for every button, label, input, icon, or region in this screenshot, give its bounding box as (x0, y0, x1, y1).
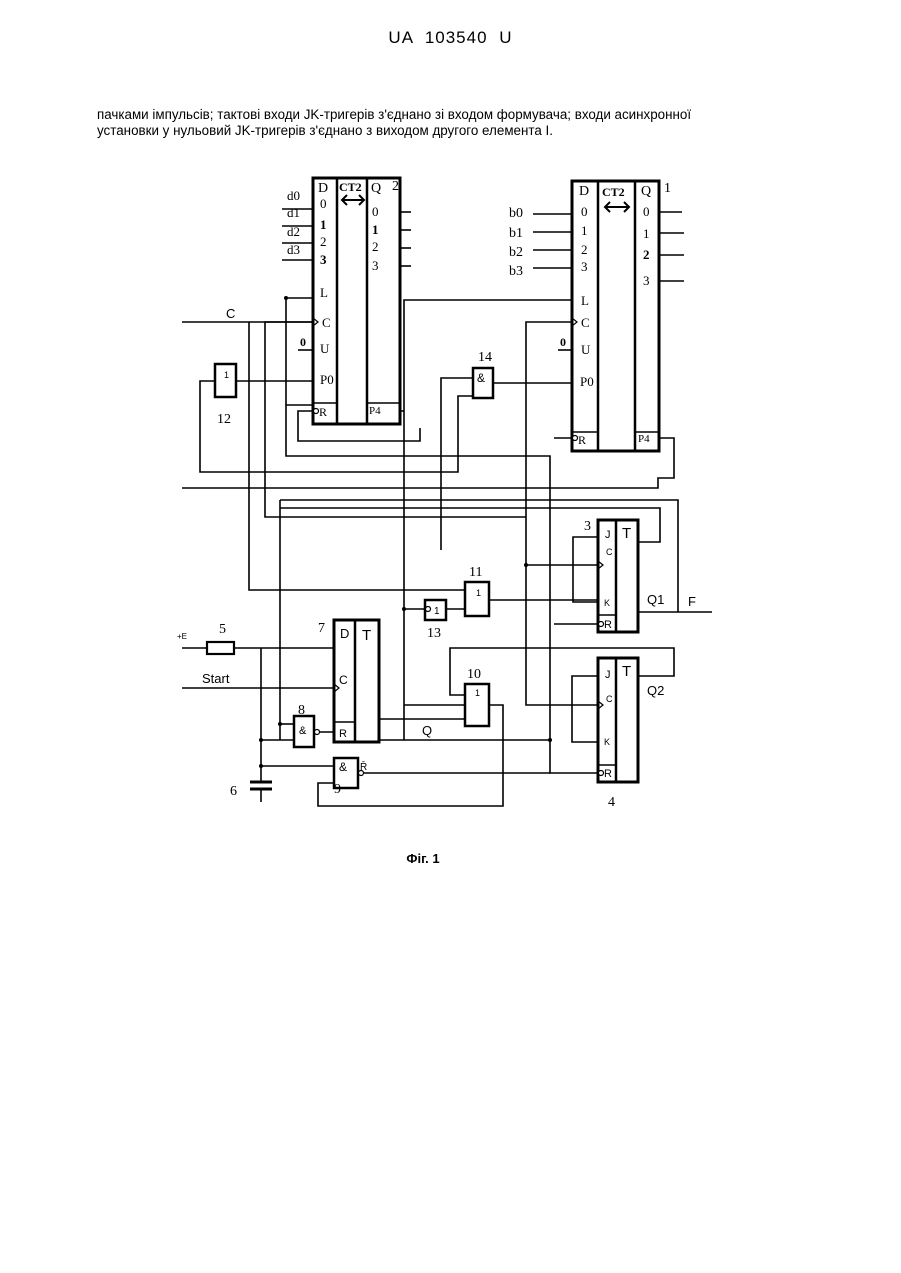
counter-1-b3: b3 (509, 264, 523, 279)
capacitor-6-number: 6 (230, 784, 237, 799)
q-signal-label: Q (422, 723, 432, 738)
counter-2-in-3: 3 (320, 252, 327, 267)
gate-12-symbol: 1 (224, 370, 229, 380)
counter-1-b0: b0 (509, 206, 523, 221)
counter-2-in-0: 0 (320, 196, 327, 211)
counter-1-out-1: 1 (643, 226, 650, 241)
gate-8-symbol: & (299, 725, 307, 737)
jk-4-pin-j: J (605, 669, 611, 681)
dff-7-number: 7 (318, 621, 325, 636)
counter-2-body (313, 178, 400, 424)
dff-7-pin-c: C (339, 673, 348, 687)
gate-9-output-label: R̄ (360, 760, 367, 773)
counter-2-out-p4: P4 (369, 405, 381, 417)
gate-10-number: 10 (467, 667, 481, 682)
counter-2-out-0: 0 (372, 204, 379, 219)
counter-1-in-3: 3 (581, 259, 588, 274)
counter-2-d1: d1 (287, 205, 300, 220)
counter-2-in-p0: P0 (320, 372, 334, 387)
counter-2-out-1: 1 (372, 222, 379, 237)
counter-1-in-0: 0 (581, 204, 588, 219)
jk-flipflop-4 (598, 658, 638, 782)
counter-1-b2: b2 (509, 245, 523, 260)
counter-2-d2: d2 (287, 224, 300, 239)
start-signal-label: Start (202, 671, 230, 686)
counter-1-q-header: Q (641, 184, 651, 199)
counter-1-out-p4: P4 (638, 433, 650, 445)
jk-3-pin-k: K (604, 598, 610, 608)
counter-2-in-2: 2 (320, 234, 327, 249)
counter-1-title: CT2 (602, 185, 625, 199)
counter-2-q-header: Q (371, 181, 381, 196)
jk-3-title: T (622, 525, 631, 542)
jk-3-pin-j: J (605, 529, 611, 541)
counter-2-d-header: D (318, 181, 328, 196)
counter-1-in-r: R (578, 433, 586, 447)
gate-11-number: 11 (469, 565, 482, 580)
gate-14-number: 14 (478, 350, 492, 365)
resistor-5-number: 5 (219, 622, 226, 637)
gate-8-number: 8 (298, 703, 305, 718)
dff-7-d-header: D (340, 626, 349, 641)
counter-1-in-u: U (581, 342, 591, 357)
counter-1-in-l: L (581, 293, 589, 308)
counter-1-in-2: 2 (581, 242, 588, 257)
gate-10-symbol: 1 (475, 688, 480, 698)
counter-1-out-2: 2 (643, 247, 650, 262)
jk-3-number: 3 (584, 519, 591, 534)
counter-1-number: 1 (664, 181, 671, 196)
jk-3-pin-c: C (606, 547, 613, 557)
counter-2-in-u: U (320, 341, 330, 356)
gate-9-symbol: & (339, 760, 347, 774)
jk-4-title: T (622, 663, 631, 680)
counter-2-u-level: 0 (300, 335, 306, 349)
figure-caption: Фіг. 1 (0, 851, 846, 866)
gate-9-number: 9 (334, 782, 341, 797)
gate-13-number: 13 (427, 626, 441, 641)
gate-13-symbol: 1 (434, 606, 440, 617)
jk-4-pin-c: C (606, 694, 613, 704)
gate-14-symbol: & (477, 371, 485, 385)
jk-3-output-q1: Q1 (647, 592, 664, 607)
counter-2-in-r: R (319, 405, 327, 419)
counter-2-number: 2 (392, 179, 399, 194)
resistor-5 (207, 642, 234, 654)
f-signal-label: F (688, 594, 696, 609)
clock-signal-label: C (226, 306, 235, 321)
jk-4-number: 4 (608, 795, 615, 810)
supply-label: +E (177, 632, 187, 641)
dff-7-pin-r: R (339, 728, 347, 740)
jk-3-pin-r: R (604, 619, 612, 631)
jk-4-output-q2: Q2 (647, 683, 664, 698)
counter-2-in-1: 1 (320, 217, 327, 232)
counter-1-b1: b1 (509, 226, 523, 241)
counter-1-out-0: 0 (643, 204, 650, 219)
counter-1-d-header: D (579, 184, 589, 199)
gate-11-symbol: 1 (476, 588, 481, 598)
counter-1-out-3: 3 (643, 273, 650, 288)
counter-2-in-l: L (320, 285, 328, 300)
counter-2-d3: d3 (287, 242, 300, 257)
jk-4-pin-k: K (604, 737, 610, 747)
counter-2-title: CT2 (339, 180, 362, 194)
gate-12 (215, 364, 236, 397)
counter-2-in-c: C (322, 315, 331, 330)
gate-12-number: 12 (217, 412, 231, 427)
counter-1-in-1: 1 (581, 223, 588, 238)
counter-2-out-3: 3 (372, 258, 379, 273)
counter-1-in-c: C (581, 315, 590, 330)
counter-2-d0: d0 (287, 188, 300, 203)
counter-1-in-p0: P0 (580, 374, 594, 389)
counter-1-u-level: 0 (560, 335, 566, 349)
jk-4-pin-r: R (604, 768, 612, 780)
dff-7-title: T (362, 627, 371, 644)
counter-2-out-2: 2 (372, 239, 379, 254)
